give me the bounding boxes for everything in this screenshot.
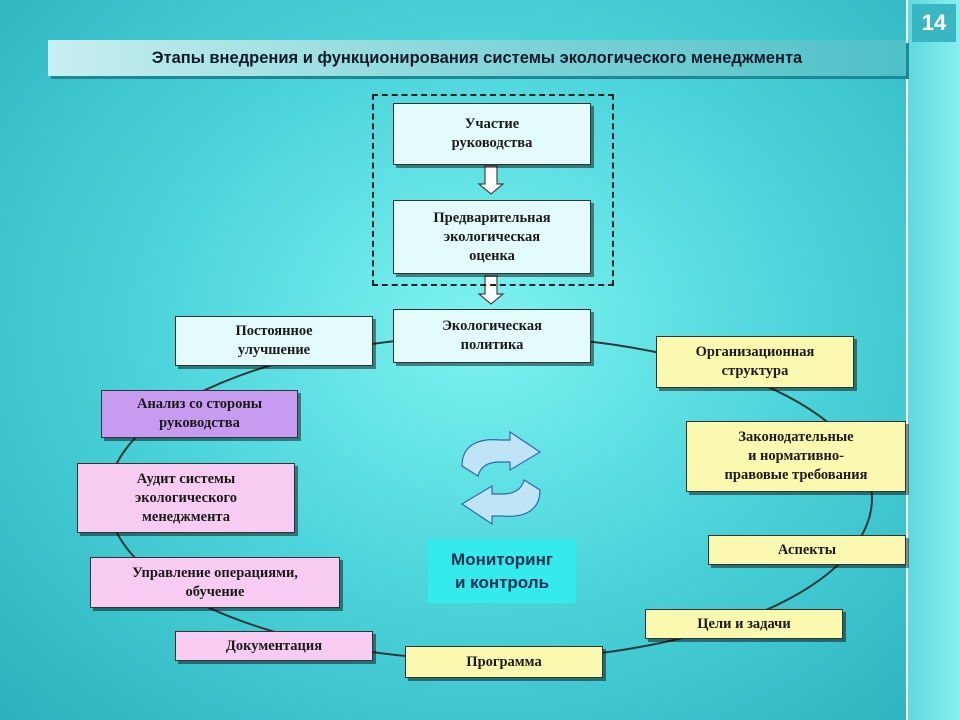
box-org-structure: Организационная структура (656, 336, 854, 388)
cycle-arrows-icon (460, 430, 542, 526)
slide-number: 14 (912, 4, 956, 42)
box-goals: Цели и задачи (645, 609, 843, 639)
box-ems-audit: Аудит системы экологического менеджмента (77, 463, 295, 533)
box-aspects: Аспекты (708, 535, 906, 565)
box-preliminary-assessment: Предварительная экологическая оценка (393, 200, 591, 274)
box-leadership: Участие руководства (393, 103, 591, 165)
box-documentation: Документация (175, 631, 373, 661)
box-continuous-improvement: Постоянное улучшение (175, 316, 373, 366)
box-legal-requirements: Законодательные и нормативно- правовые т… (686, 421, 906, 492)
box-environmental-policy: Экологическая политика (393, 309, 591, 363)
box-program: Программа (405, 646, 603, 678)
title-bar: Этапы внедрения и функционирования систе… (48, 40, 906, 76)
preparation-stage-frame (372, 94, 614, 286)
slide-title: Этапы внедрения и функционирования систе… (151, 48, 803, 67)
right-sidebar (906, 0, 960, 720)
monitoring-control-label: Мониторинг и контроль (428, 539, 576, 603)
box-management-review: Анализ со стороны руководства (101, 390, 298, 438)
arrow-down-2 (477, 275, 505, 305)
arrow-down-1 (477, 165, 505, 195)
box-operations-training: Управление операциями, обучение (90, 557, 340, 608)
